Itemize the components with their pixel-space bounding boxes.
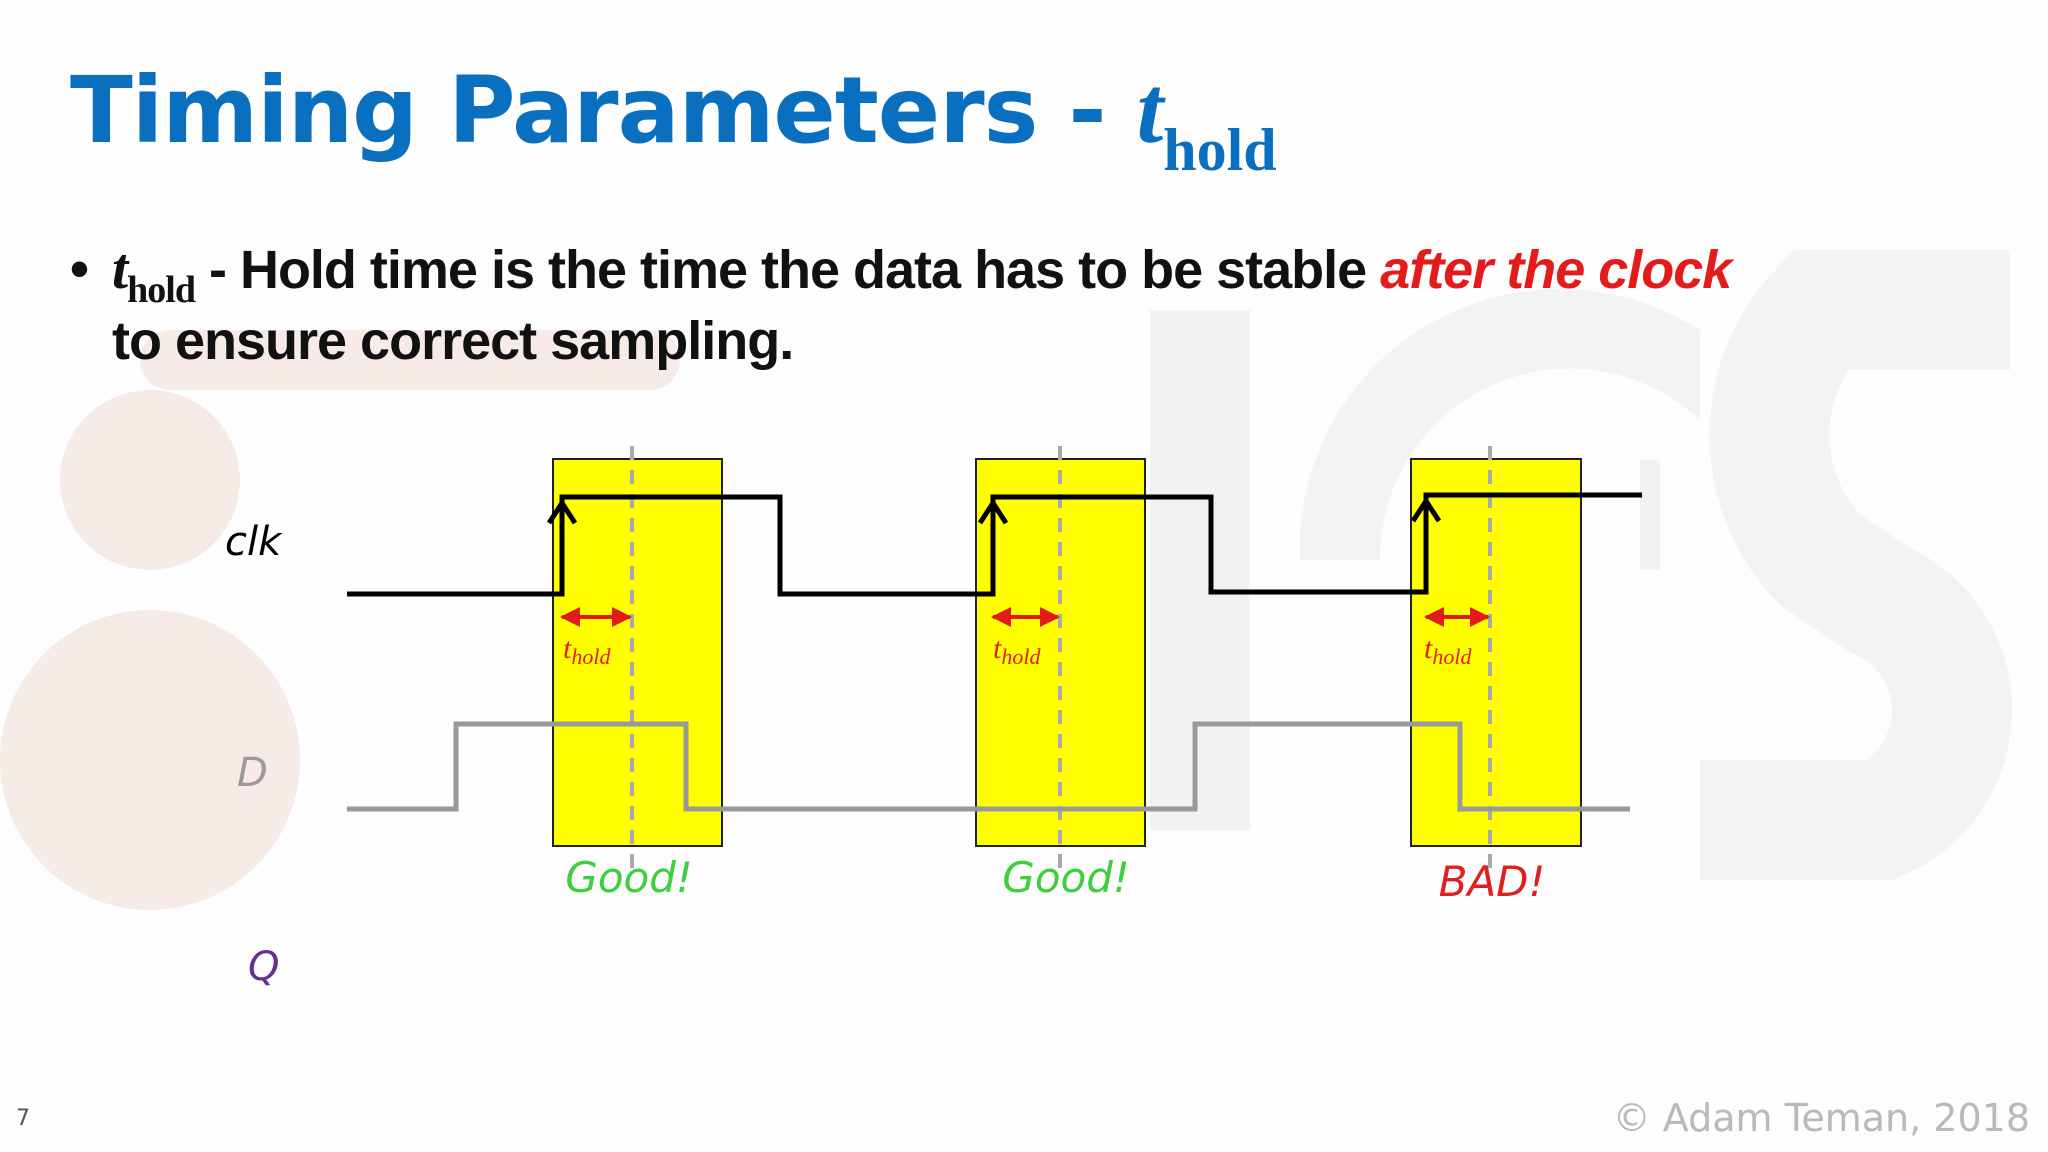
d-waveform: [347, 721, 1630, 812]
slide-title: Timing Parameters - thold: [70, 62, 1277, 183]
q-label: Q: [248, 944, 279, 990]
title-prefix: Timing Parameters -: [70, 57, 1137, 164]
clk-edge-arrow-2: [977, 498, 1009, 525]
clk-label: clk: [225, 519, 283, 565]
hold-window-1: [552, 458, 723, 847]
bullet-text: - Hold time is the time the data has to …: [194, 240, 1381, 300]
verdict-bad: BAD!: [1439, 857, 1546, 906]
copyright-notice: © Adam Teman, 2018: [1612, 1096, 2030, 1140]
clk-edge-arrow-1: [546, 498, 578, 525]
title-subscript: hold: [1163, 117, 1277, 183]
clk-edge-arrow-3: [1410, 496, 1442, 523]
bullet-symbol: t: [112, 236, 128, 301]
thold-label-1: thold: [563, 632, 611, 669]
bullet-emphasis: after the clock: [1380, 240, 1732, 300]
thold-label-3: thold: [1424, 632, 1472, 669]
verdict-good-2: Good!: [1002, 853, 1129, 902]
title-symbol: t: [1136, 56, 1164, 163]
clk-waveform: [347, 492, 1642, 597]
bullet-dot: •: [70, 239, 89, 299]
hold-window-3: [1410, 458, 1582, 847]
thold-label-2: thold: [993, 632, 1041, 669]
bullet-line-2: to ensure correct sampling.: [112, 311, 794, 371]
bullet-line-1: thold - Hold time is the time the data h…: [112, 232, 1732, 327]
verdict-good-1: Good!: [565, 853, 692, 902]
d-label: D: [237, 750, 268, 796]
bullet-subscript: hold: [127, 269, 196, 311]
page-number: 7: [16, 1106, 30, 1131]
